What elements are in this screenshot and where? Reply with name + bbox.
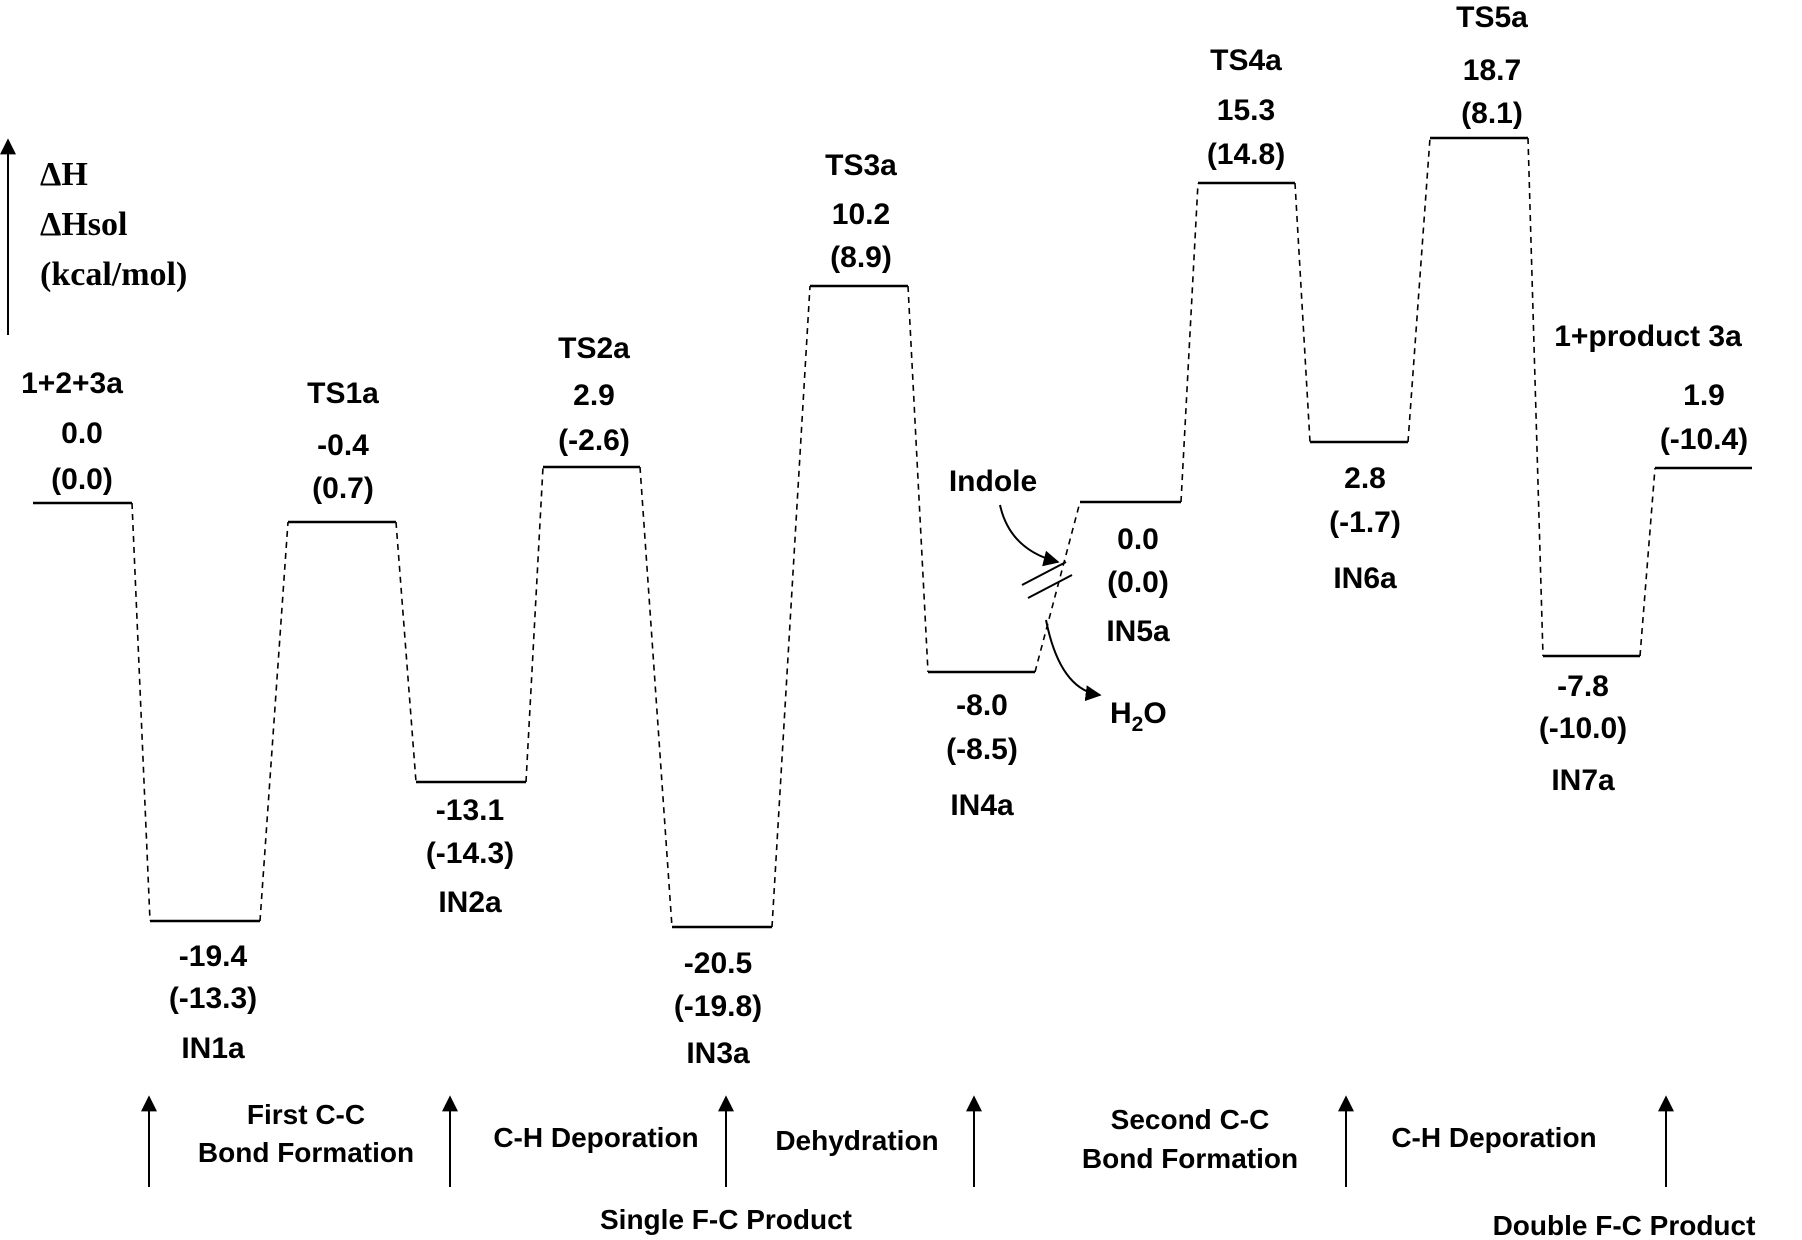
dh-value-products: 1.9 bbox=[1683, 379, 1725, 412]
dhsol-value-reactants: (0.0) bbox=[51, 463, 113, 496]
connector bbox=[1639, 467, 1656, 657]
water-label: H2O bbox=[1110, 697, 1167, 736]
dh-value-in5a: 0.0 bbox=[1117, 523, 1159, 556]
connector bbox=[259, 521, 289, 922]
connector bbox=[1034, 501, 1081, 673]
species-name-ts4a: TS4a bbox=[1210, 44, 1282, 77]
species-name-ts2a: TS2a bbox=[558, 332, 630, 365]
dh-value-ts3a: 10.2 bbox=[832, 198, 890, 231]
stage-label-ch-deporation-1: C-H Deporation bbox=[493, 1122, 698, 1153]
dhsol-value-products: (-10.4) bbox=[1660, 423, 1748, 456]
dh-value-in7a: -7.8 bbox=[1557, 670, 1609, 703]
connector bbox=[1180, 182, 1199, 503]
water-arrow bbox=[1045, 619, 1102, 702]
dhsol-value-ts1a: (0.7) bbox=[312, 472, 374, 505]
axis-label-unit: (kcal/mol) bbox=[40, 256, 187, 293]
dh-value-ts5a: 18.7 bbox=[1463, 54, 1521, 87]
species-name-products: 1+product 3a bbox=[1554, 320, 1742, 353]
stage-label-ch-deporation-2: C-H Deporation bbox=[1391, 1122, 1596, 1153]
connector bbox=[1527, 137, 1544, 657]
dhsol-value-ts2a: (-2.6) bbox=[558, 424, 630, 457]
dhsol-value-in7a: (-10.0) bbox=[1539, 712, 1627, 745]
dh-value-ts4a: 15.3 bbox=[1217, 94, 1275, 127]
species-name-in4a: IN4a bbox=[950, 789, 1014, 822]
species-name-ts3a: TS3a bbox=[825, 149, 897, 182]
stage-label-second-cc-2: Bond Formation bbox=[1082, 1143, 1298, 1174]
species-name-in5a: IN5a bbox=[1106, 615, 1170, 648]
species-name-ts1a: TS1a bbox=[307, 377, 379, 410]
stage-label-single-fc: Single F-C Product bbox=[600, 1204, 852, 1235]
stage-label-dehydration: Dehydration bbox=[775, 1125, 938, 1156]
dh-value-reactants: 0.0 bbox=[61, 417, 103, 450]
connector bbox=[131, 502, 151, 922]
stage-label-double-fc: Double F-C Product bbox=[1493, 1210, 1756, 1240]
dhsol-value-ts4a: (14.8) bbox=[1207, 138, 1285, 171]
species-name-in2a: IN2a bbox=[438, 886, 502, 919]
dh-value-ts2a: 2.9 bbox=[573, 379, 615, 412]
stage-label-first-cc-2: Bond Formation bbox=[198, 1137, 414, 1168]
dhsol-value-ts3a: (8.9) bbox=[830, 241, 892, 274]
species-name-in6a: IN6a bbox=[1333, 562, 1397, 595]
break-mark bbox=[1027, 574, 1073, 599]
dh-value-in1a: -19.4 bbox=[179, 940, 248, 973]
dh-value-in3a: -20.5 bbox=[684, 947, 752, 980]
dhsol-value-in4a: (-8.5) bbox=[946, 733, 1018, 766]
connector bbox=[771, 285, 811, 928]
dhsol-value-in6a: (-1.7) bbox=[1329, 506, 1401, 539]
species-name-reactants: 1+2+3a bbox=[21, 367, 123, 400]
stage-label-second-cc: Second C-C bbox=[1111, 1104, 1270, 1135]
connector bbox=[907, 285, 929, 673]
dhsol-value-in2a: (-14.3) bbox=[426, 837, 514, 870]
dhsol-value-ts5a: (8.1) bbox=[1461, 97, 1523, 130]
connector bbox=[395, 521, 417, 783]
dh-value-in2a: -13.1 bbox=[436, 794, 504, 827]
indole-label: Indole bbox=[949, 465, 1037, 498]
species-name-in7a: IN7a bbox=[1551, 764, 1615, 797]
indole-arrow bbox=[999, 504, 1060, 567]
species-name-ts5a: TS5a bbox=[1456, 1, 1528, 34]
dh-value-in4a: -8.0 bbox=[956, 689, 1008, 722]
dhsol-value-in1a: (-13.3) bbox=[169, 982, 257, 1015]
connector bbox=[525, 466, 544, 783]
dh-value-ts1a: -0.4 bbox=[317, 429, 369, 462]
stage-label-first-cc: First C-C bbox=[247, 1099, 365, 1130]
dh-value-in6a: 2.8 bbox=[1344, 462, 1386, 495]
dhsol-value-in3a: (-19.8) bbox=[674, 990, 762, 1023]
axis-label-dh: ΔH bbox=[40, 156, 88, 193]
dhsol-value-in5a: (0.0) bbox=[1107, 566, 1169, 599]
connector bbox=[639, 466, 673, 928]
connector bbox=[1294, 182, 1311, 443]
species-name-in1a: IN1a bbox=[181, 1032, 245, 1065]
connector bbox=[1407, 137, 1431, 443]
axis-label-dhsol: ΔHsol bbox=[40, 206, 127, 243]
species-name-in3a: IN3a bbox=[686, 1037, 750, 1070]
